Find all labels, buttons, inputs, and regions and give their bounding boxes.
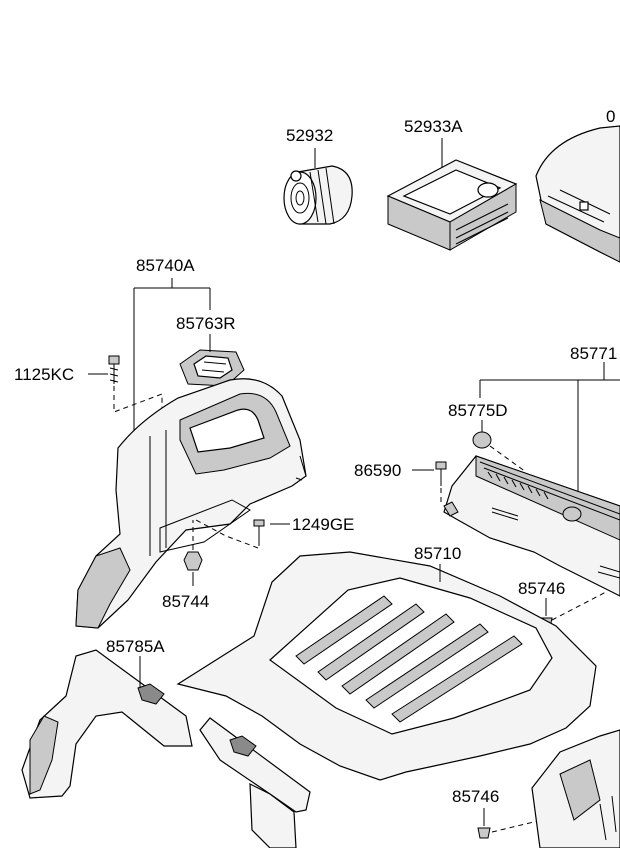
part-85785a-lower-left-trim[interactable] [21,649,311,848]
label-0: 0 [606,107,615,126]
label-85771: 85771 [570,344,617,363]
label-86590: 86590 [354,461,401,480]
label-85744: 85744 [162,592,209,611]
part-tray-right[interactable] [535,125,620,263]
label-85775d: 85775D [448,401,508,420]
part-lower-right-trim[interactable] [531,729,620,848]
label-52933a: 52933A [404,117,463,136]
label-85746-upper: 85746 [518,579,565,598]
label-85740a: 85740A [136,256,195,275]
part-52933a-kit[interactable] [386,138,518,251]
part-1125kc-bolt[interactable] [88,355,120,384]
label-85746-lower: 85746 [452,787,499,806]
part-52932-compressor[interactable] [283,148,353,225]
label-1125kc: 1125KC [14,365,74,384]
part-85744-clip[interactable] [183,520,203,586]
part-86590-bolt[interactable] [412,461,447,502]
label-85763r: 85763R [176,314,236,333]
part-85740a-side-trim[interactable] [75,378,307,629]
label-1249ge: 1249GE [292,515,354,534]
label-52932: 52932 [286,126,333,145]
part-85746-clip-lower[interactable] [477,808,543,839]
part-85710-floor-board[interactable] [176,551,597,781]
part-85771-rear-trim[interactable] [443,455,620,597]
label-85710: 85710 [414,544,461,563]
label-85785a: 85785A [106,637,165,656]
leader-85740a [133,278,211,436]
part-1249ge-screw[interactable] [195,519,290,549]
part-85763r-mat[interactable] [179,334,245,387]
leader-85771 [479,362,620,506]
part-85775d-cap[interactable] [472,420,527,473]
